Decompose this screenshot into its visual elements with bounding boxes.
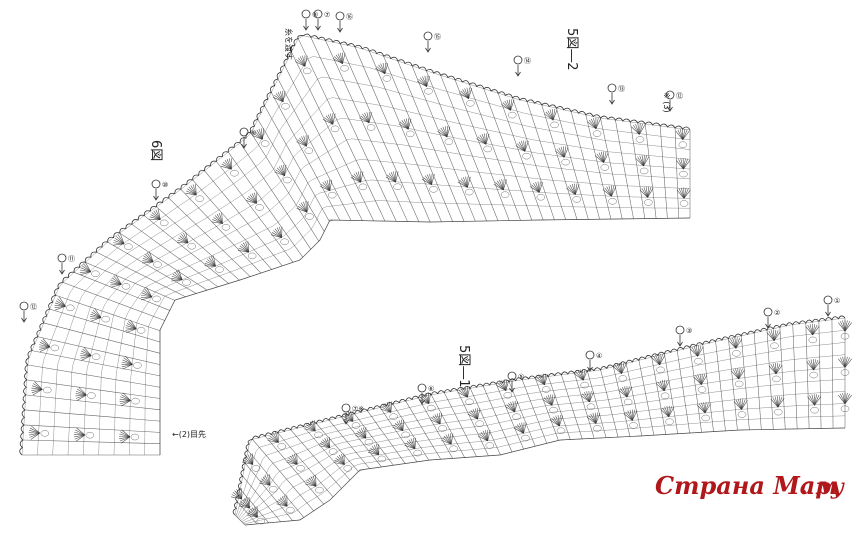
row-marker-5-1-5: ⑥	[417, 383, 434, 405]
figure-5-1-label: 5図―1	[456, 345, 471, 388]
figure-5-2-label: 5図―2	[564, 28, 579, 71]
row-marker-5-2-3: ⑬	[607, 83, 625, 105]
watermark-text: Страна Мам	[655, 471, 838, 500]
svg-text:⑫: ⑫	[30, 303, 37, 311]
chart-5-1-band	[230, 315, 852, 526]
join-note: ※ (3)	[662, 92, 671, 113]
watermark: Страна Мам . ру	[655, 471, 846, 500]
row-marker-5-2-0: ⑯	[335, 11, 353, 33]
svg-text:⑬: ⑬	[618, 85, 625, 93]
svg-text:⑩: ⑩	[162, 181, 168, 189]
row-marker-6-4: ⑧	[301, 9, 318, 31]
svg-text:⑮: ⑮	[434, 33, 441, 41]
svg-text:⑪: ⑪	[68, 255, 75, 263]
row-marker-5-1-1: ②	[763, 307, 780, 329]
row-marker-5-1-4: ⑤	[507, 371, 524, 393]
start-note-left: ←(2)目先	[172, 429, 206, 439]
svg-text:②: ②	[774, 309, 780, 317]
svg-text:⑫: ⑫	[676, 92, 683, 100]
row-marker-6-1: ⑪	[57, 253, 75, 275]
svg-text:⑯: ⑯	[346, 13, 353, 21]
svg-text:⑦※: ⑦※	[352, 405, 364, 413]
svg-text:⑨: ⑨	[250, 129, 256, 137]
chart-6-band	[19, 33, 691, 456]
row-marker-5-1-3: ④	[585, 350, 602, 372]
svg-text:⑤: ⑤	[518, 373, 524, 381]
row-marker-5-2-2: ⑭	[513, 55, 531, 77]
row-marker-5-1-2: ③	[675, 325, 692, 347]
watermark-suffix: . ру	[800, 474, 846, 500]
svg-text:⑭: ⑭	[524, 57, 531, 65]
svg-text:③: ③	[686, 327, 692, 335]
row-marker-5-1-6: ⑦※	[341, 403, 364, 425]
figure-6-label: 6図	[148, 140, 163, 161]
row-marker-6-5: ⑦	[313, 9, 330, 31]
top-note: 糸を渡す	[284, 28, 294, 60]
svg-text:⑦: ⑦	[324, 11, 330, 19]
svg-text:⑥: ⑥	[428, 385, 434, 393]
svg-text:④: ④	[596, 352, 602, 360]
row-marker-5-2-4: ⑫	[665, 90, 683, 112]
row-marker-6-0: ⑫	[19, 301, 37, 323]
svg-text:①: ①	[834, 297, 840, 305]
row-marker-5-1-0: ①	[823, 295, 840, 317]
row-marker-6-2: ⑩	[151, 179, 168, 201]
row-marker-6-3: ⑨	[239, 127, 256, 149]
row-marker-5-2-1: ⑮	[423, 31, 441, 53]
svg-text:⑧: ⑧	[312, 11, 318, 19]
